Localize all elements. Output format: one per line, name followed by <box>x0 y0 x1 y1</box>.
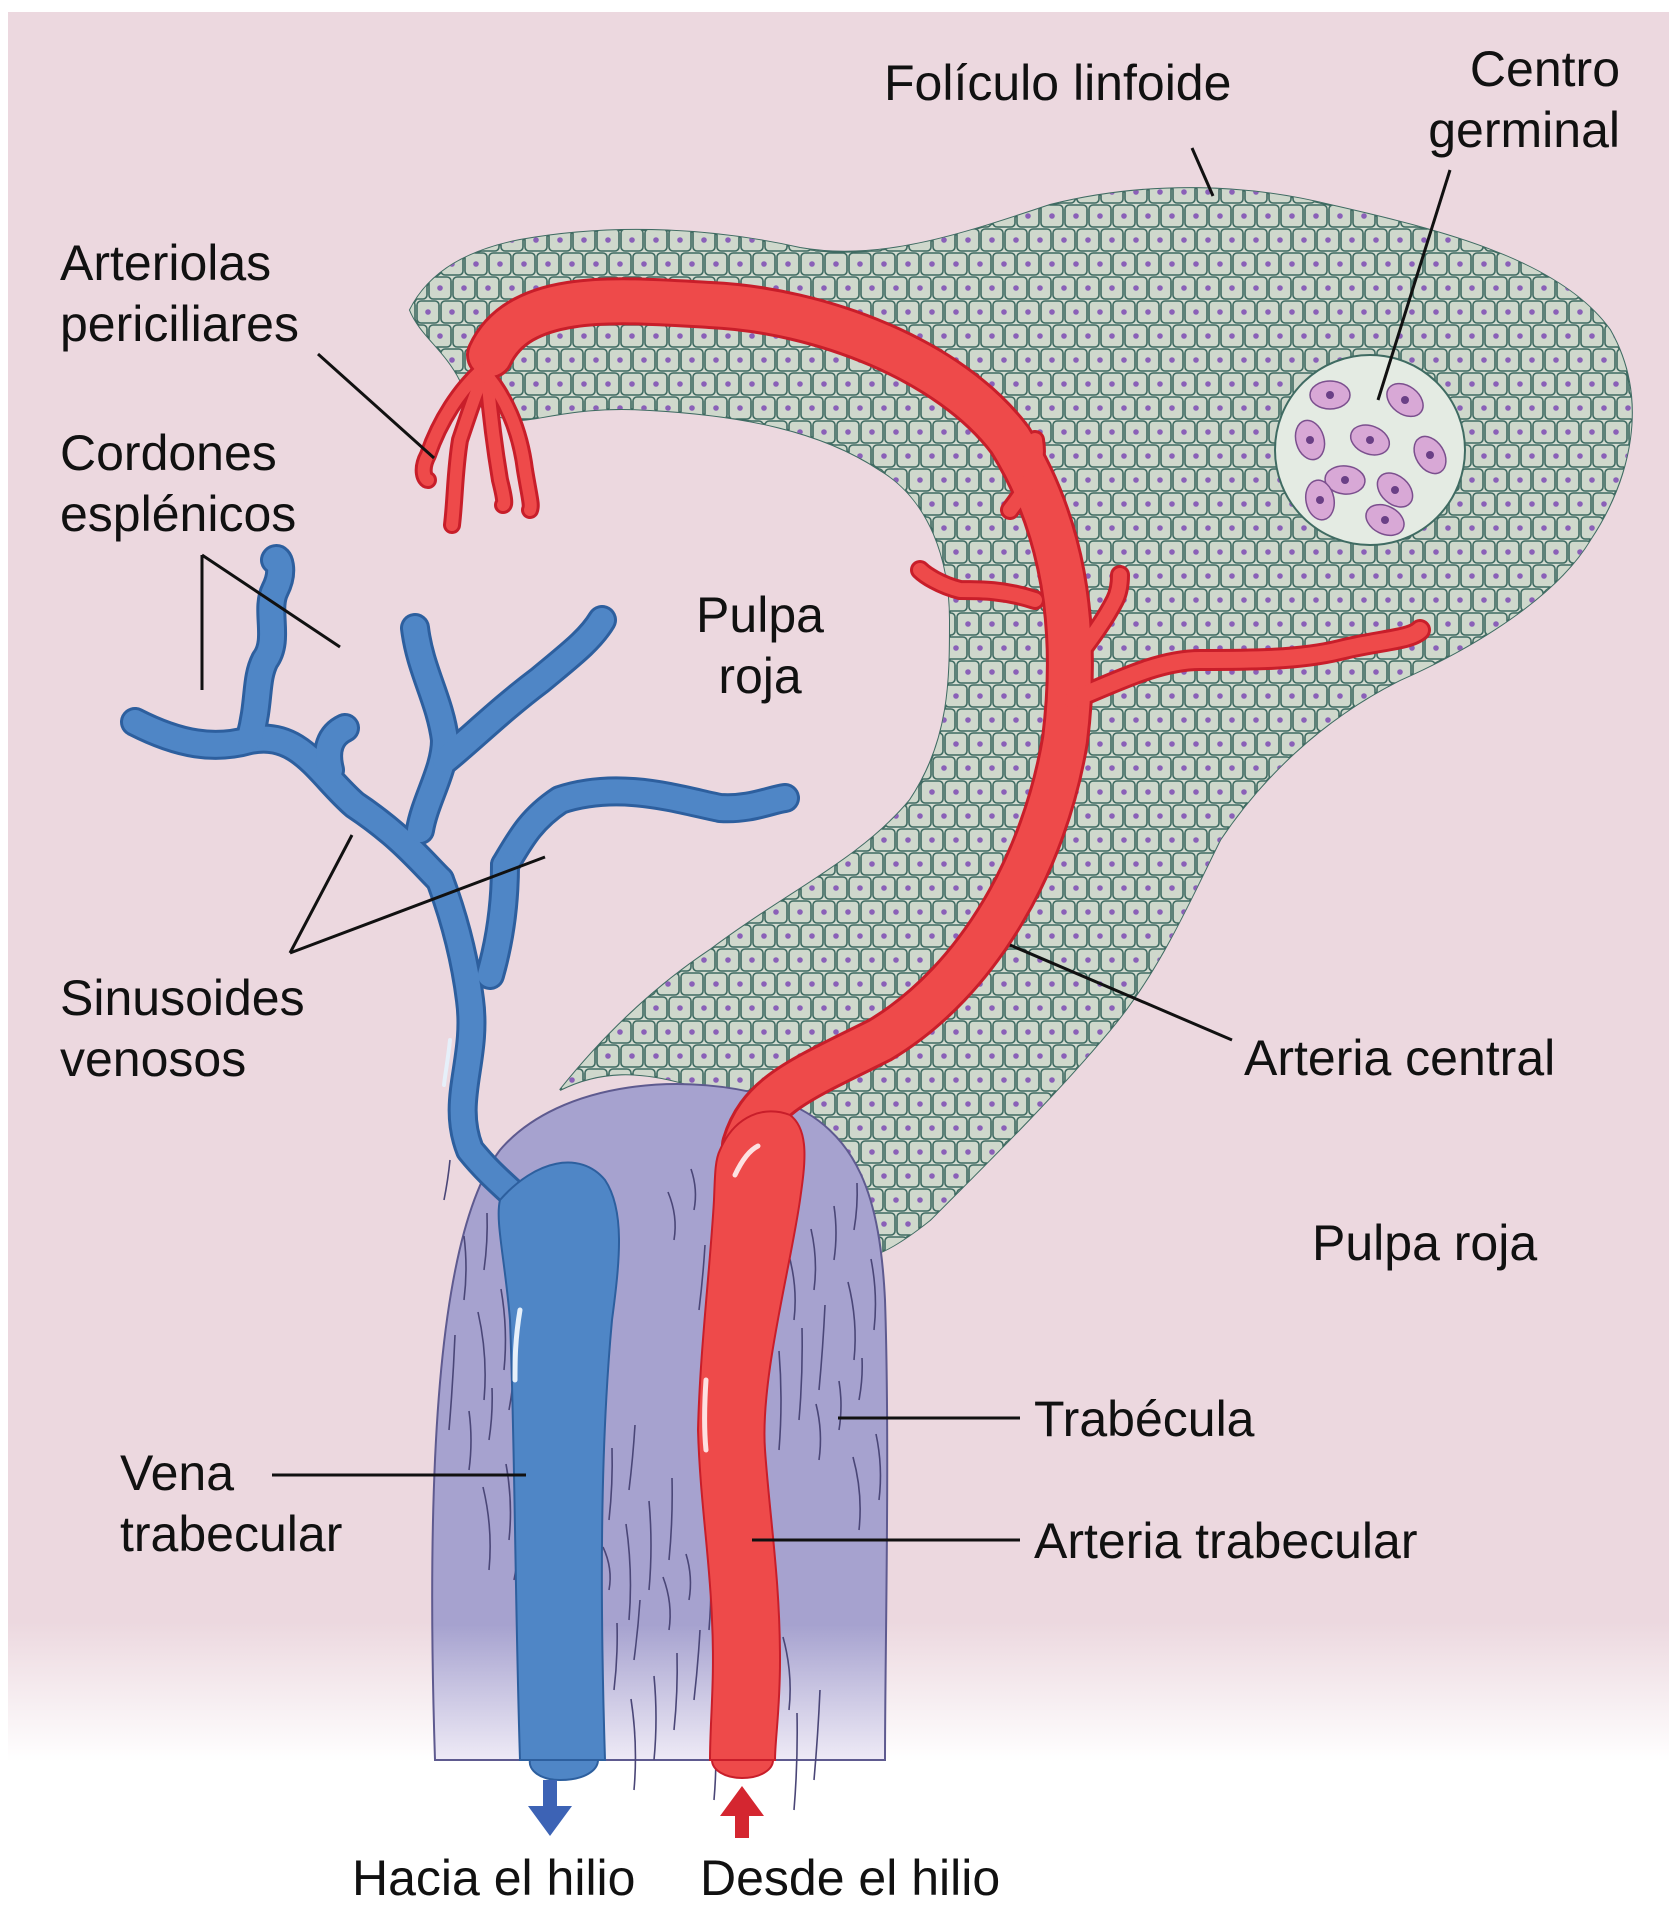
label-pulpa-2: roja <box>718 648 802 704</box>
label-cordones-1: Cordones <box>60 425 277 481</box>
label-centro-germinal-2: germinal <box>1428 102 1620 158</box>
label-foliculo-linfoide: Folículo linfoide <box>884 55 1231 111</box>
label-arteria-central: Arteria central <box>1244 1030 1555 1086</box>
label-cordones-2: esplénicos <box>60 486 296 542</box>
label-arteriolas-1: Arteriolas <box>60 235 271 291</box>
label-trabecula: Trabécula <box>1034 1391 1255 1447</box>
germinal-center <box>1275 355 1465 545</box>
label-sinusoides-1: Sinusoides <box>60 970 305 1026</box>
label-pulpa-1: Pulpa <box>696 587 824 643</box>
label-pulpa-roja: Pulpa roja <box>1312 1215 1537 1271</box>
label-arteriolas-2: periciliares <box>60 296 299 352</box>
label-arteria-trabecular: Arteria trabecular <box>1034 1513 1418 1569</box>
label-centro-germinal-1: Centro <box>1470 41 1620 97</box>
label-sinusoides-2: venosos <box>60 1031 246 1087</box>
arrow-to-hilum <box>528 1780 572 1836</box>
label-hacia-el-hilio: Hacia el hilio <box>352 1850 635 1906</box>
arrow-from-hilum <box>720 1786 764 1838</box>
label-vena-1: Vena <box>120 1445 234 1501</box>
label-desde-el-hilio: Desde el hilio <box>700 1850 1000 1906</box>
label-vena-2: trabecular <box>120 1506 342 1562</box>
